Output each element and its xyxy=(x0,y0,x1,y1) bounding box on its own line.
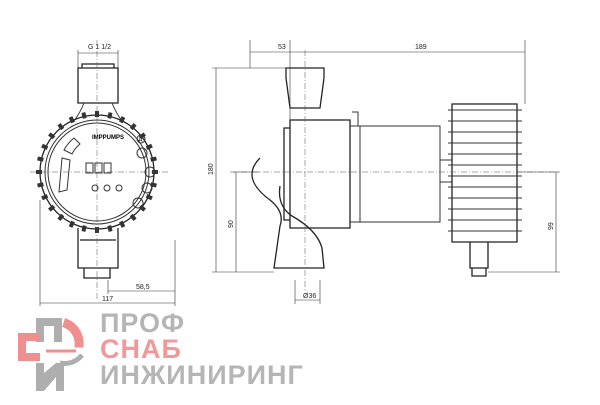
housing-rib xyxy=(37,182,44,188)
housing-rib xyxy=(119,220,126,228)
housing-rib xyxy=(129,123,137,131)
housing-rib xyxy=(81,112,87,119)
watermark-line2: СНАБ xyxy=(100,334,182,364)
housing-rib xyxy=(57,123,65,131)
dim-height-axis: 90 xyxy=(228,220,235,228)
housing-rib xyxy=(48,132,56,140)
watermark-logo-mark xyxy=(18,318,84,391)
housing-rib xyxy=(119,116,126,124)
dim-width-total: 117 xyxy=(102,296,113,303)
dim-thread: G 1 1/2 xyxy=(88,44,111,51)
housing-rib xyxy=(81,225,87,232)
dim-diameter: Ø36 xyxy=(303,293,316,300)
dim-width-half: 58,5 xyxy=(136,284,150,291)
housing-rib xyxy=(68,116,75,124)
dim-height-total: 180 xyxy=(208,163,215,175)
dim-height-motor-axis: 99 xyxy=(548,222,555,230)
housing-rib xyxy=(68,220,75,228)
housing-rib xyxy=(41,194,49,201)
mode-label: A xyxy=(138,137,143,144)
dim-length-motor: 189 xyxy=(415,44,427,51)
watermark-line3: ИНЖИНИРИНГ xyxy=(100,360,304,390)
brand-label: IMPPUMPS xyxy=(92,135,124,141)
housing-rib xyxy=(48,204,56,212)
housing-rib xyxy=(138,132,146,140)
housing-rib xyxy=(41,143,49,150)
side-view xyxy=(230,50,560,290)
housing-rib xyxy=(57,213,65,221)
dimension-lines: G 1 1/2 58,5 117 53 189 180 90 99 Ø36 xyxy=(39,40,560,306)
housing-rib xyxy=(107,225,113,232)
front-view: A IMPPUMPS xyxy=(30,40,170,300)
housing-rib xyxy=(145,143,153,150)
watermark-line1: ПРОФ xyxy=(100,308,186,338)
housing-rib xyxy=(145,194,153,201)
dim-length-pump: 53 xyxy=(278,44,286,51)
housing-rib xyxy=(138,204,146,212)
housing-rib xyxy=(129,213,137,221)
housing-rib xyxy=(150,156,157,162)
housing-rib xyxy=(107,112,113,119)
housing-rib xyxy=(37,156,44,162)
